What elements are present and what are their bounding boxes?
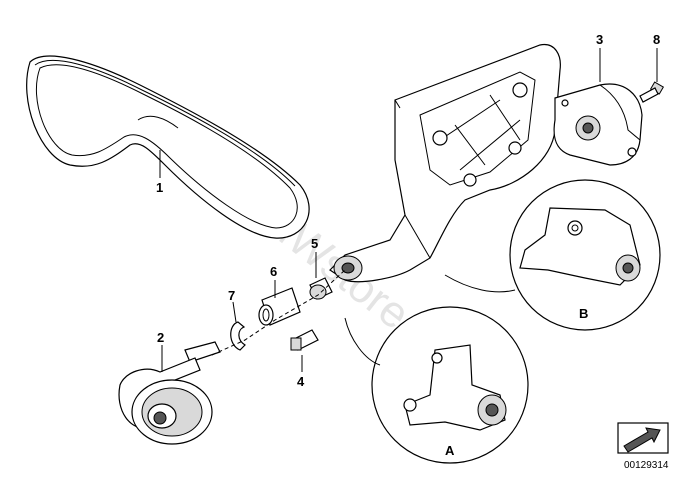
reference-arrow-icon (617, 422, 669, 454)
circlip-part-7 (230, 321, 246, 351)
detail-view-b (509, 179, 661, 331)
idler-pulley-part (118, 341, 221, 445)
sleeve-part-6 (258, 287, 301, 326)
detail-label-a: A (445, 443, 455, 458)
mounting-bracket-part (329, 43, 561, 283)
reference-number: 00129314 (624, 460, 669, 471)
bushing-part-5 (309, 277, 333, 300)
bolt-part-8 (639, 81, 665, 103)
callout-2: 2 (157, 330, 164, 345)
callout-5: 5 (311, 236, 318, 251)
bolt-part-4 (290, 329, 319, 351)
callout-8: 8 (653, 32, 660, 47)
dashed-assembly-line (211, 269, 346, 356)
callout-4: 4 (297, 374, 305, 389)
callout-6: 6 (270, 264, 277, 279)
callout-7: 7 (228, 288, 235, 303)
detail-b-leader (444, 274, 516, 293)
detail-label-b: B (579, 306, 588, 321)
callout-1: 1 (156, 180, 163, 195)
detail-view-a (371, 306, 529, 464)
callout-3: 3 (596, 32, 603, 47)
detail-a-leader (344, 317, 381, 366)
callout-leader-7 (232, 301, 237, 323)
tensioner-part (553, 83, 643, 166)
drive-belt-part (26, 55, 310, 239)
